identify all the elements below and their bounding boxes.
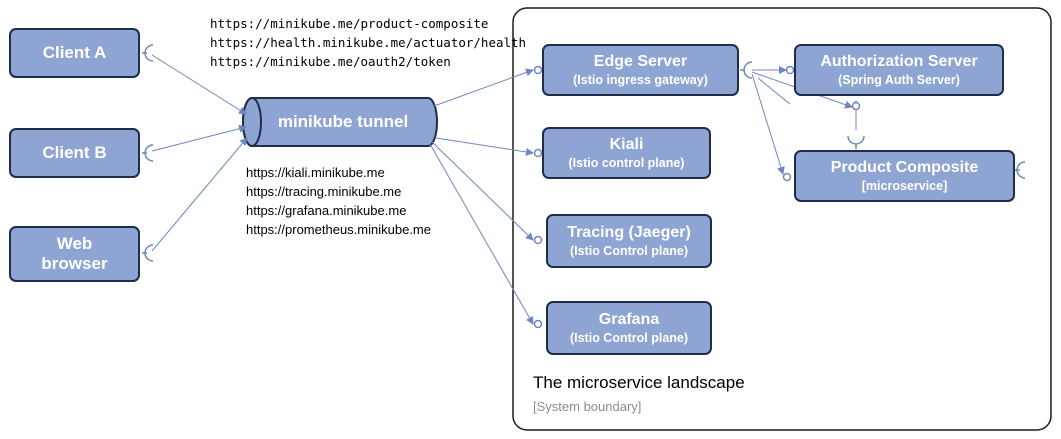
url-list-upper: https://minikube.me/product-composite ht… [210,14,526,71]
landscape-subtitle: [System boundary] [533,399,642,414]
url-item: https://grafana.minikube.me [246,203,407,218]
tracing-subtitle: (Istio Control plane) [569,244,689,259]
authorization-server-subtitle: (Spring Auth Server) [838,73,960,88]
grafana-port [533,319,543,329]
product-composite-box[interactable]: Product Composite [microservice] [794,150,1015,202]
edge-server-subtitle: (Istio ingress gateway) [573,73,708,88]
auth-bottom-port [851,101,861,111]
connector-tunnel-tracing [431,141,534,241]
kiali-box[interactable]: Kiali (Istio control plane) [542,127,711,179]
client-a-box[interactable]: Client A [9,28,140,78]
connector-tunnel-grafana [429,143,534,325]
system-boundary [512,7,1052,431]
edge-server-box[interactable]: Edge Server (Istio ingress gateway) [542,44,739,96]
tunnel-cylinder [242,97,438,147]
url-item: https://tracing.minikube.me [246,184,402,199]
edge-server-title: Edge Server [593,52,688,70]
product-composite-title: Product Composite [830,158,979,176]
grafana-subtitle: (Istio Control plane) [569,331,689,346]
authorization-server-title: Authorization Server [820,52,978,70]
connector-client-b [151,124,247,152]
web-browser-label: Web browser [41,233,108,273]
tracing-port [533,235,543,245]
product-socket [1015,161,1026,179]
edge-port [533,65,543,75]
url-item: https://minikube.me/product-composite [210,16,489,31]
kiali-title: Kiali [609,135,644,153]
product-composite-subtitle: [microservice] [861,179,948,194]
url-item: https://health.minikube.me/actuator/heal… [210,35,527,50]
landscape-title: The microservice landscape [533,373,745,392]
auth-port [785,65,795,75]
client-b-socket [142,144,154,162]
kiali-port [533,148,543,158]
url-list-lower: https://kiali.minikube.me https://tracin… [246,163,431,239]
connector-edge-product [751,73,785,175]
tracing-title: Tracing (Jaeger) [567,223,691,241]
kiali-subtitle: (Istio control plane) [568,156,685,171]
client-b-label: Client B [42,142,107,162]
connector-tunnel-kiali [435,137,534,156]
authorization-server-box[interactable]: Authorization Server (Spring Auth Server… [794,44,1004,96]
grafana-title: Grafana [598,310,660,328]
connector-client-a [151,54,247,115]
connector-browser [151,137,248,252]
client-b-box[interactable]: Client B [9,128,140,178]
grafana-box[interactable]: Grafana (Istio Control plane) [546,301,712,355]
browser-socket [142,244,154,262]
url-item: https://prometheus.minikube.me [246,222,431,237]
tracing-box[interactable]: Tracing (Jaeger) (Istio Control plane) [546,214,712,268]
url-item: https://kiali.minikube.me [246,165,385,180]
tunnel-label: minikube tunnel [277,112,409,131]
client-a-label: Client A [42,42,107,62]
product-auth-socket [847,135,865,149]
product-port [782,172,792,182]
connector-tunnel-edge [433,68,534,107]
client-a-socket [142,44,154,62]
web-browser-box[interactable]: Web browser [9,226,140,282]
edge-socket [740,61,753,79]
url-item: https://minikube.me/oauth2/token [210,54,451,69]
connector-edge-product-2 [757,77,791,105]
